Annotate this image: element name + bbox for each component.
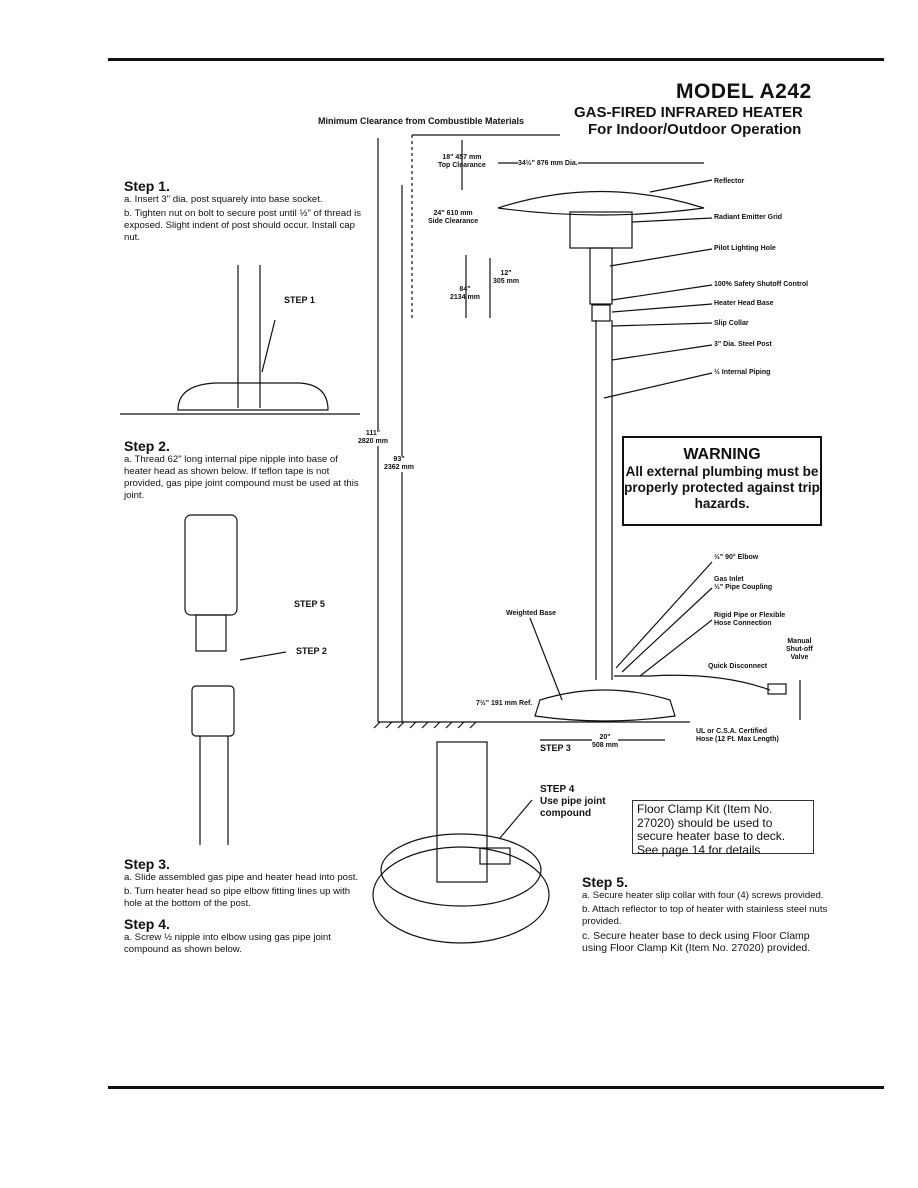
step3-callout: STEP 3: [540, 743, 571, 753]
step2-heading: Step 2.: [124, 438, 170, 454]
step5-c: c. Secure heater base to deck using Floo…: [582, 930, 811, 954]
warning-body: All external plumbing must be properly p…: [624, 464, 820, 511]
label-slip-collar: Slip Collar: [714, 320, 749, 327]
dim-111: 111"2820 mm: [358, 430, 388, 446]
warning-box: WARNING All external plumbing must be pr…: [622, 436, 822, 526]
warning-heading: WARNING: [683, 446, 761, 463]
label-emitter: Radiant Emitter Grid: [714, 214, 783, 221]
step5-a: a. Secure heater slip collar with four (…: [582, 890, 824, 901]
step1-b: b. Tighten nut on bolt to secure post un…: [124, 208, 361, 243]
step3-section: Step 3. a. Slide assembled gas pipe and …: [124, 856, 364, 956]
step1-callout: STEP 1: [284, 295, 315, 305]
step1-section: Step 1. a. Insert 3" dia. post squarely …: [124, 178, 364, 244]
operation-subtitle: For Indoor/Outdoor Operation: [588, 121, 802, 138]
label-quick-disconnect: Quick Disconnect: [708, 663, 768, 670]
label-reflector: Reflector: [714, 178, 745, 185]
step4-callout-line1: STEP 4: [540, 784, 575, 795]
step5-section: Step 5. a. Secure heater slip collar wit…: [582, 874, 828, 954]
dim-84: 84"2134 mm: [450, 286, 480, 301]
dim-20: 20"508 mm: [592, 734, 619, 750]
label-pilot: Pilot Lighting Hole: [714, 245, 776, 252]
label-piping: ½ Internal Piping: [714, 369, 771, 376]
step3-b: b. Turn heater head so pipe elbow fittin…: [124, 886, 351, 909]
model-title: MODEL A242: [676, 80, 812, 103]
step1-a: a. Insert 3" dia. post squarely into bas…: [124, 194, 323, 205]
step5-callout: STEP 5: [294, 599, 325, 609]
dim-93: 93"2362 mm: [384, 456, 414, 472]
step4-a: a. Screw ½ nipple into elbow using gas p…: [124, 932, 331, 955]
top-rule: [108, 58, 884, 61]
label-shutoff: 100% Safety Shutoff Control: [714, 281, 809, 288]
step2-a: a. Thread 62" long internal pipe nipple …: [124, 454, 359, 501]
reflector-dia-dim: 34½" 876 mm Dia.: [518, 160, 578, 168]
step3-heading: Step 3.: [124, 856, 170, 872]
dim-7: 7½" 191 mm Ref.: [476, 700, 533, 707]
step4-callout: STEP 4 Use pipe joint compound: [540, 784, 606, 820]
label-weighted-base: Weighted Base: [506, 610, 557, 617]
step4-callout-line2: Use pipe joint: [540, 796, 606, 807]
label-elbow: ½" 90° Elbow: [714, 554, 759, 561]
step3-a: a. Slide assembled gas pipe and heater h…: [124, 872, 359, 883]
step2-callout: STEP 2: [296, 646, 327, 656]
floor-clamp-note: Floor Clamp Kit (Item No. 27020) should …: [632, 800, 814, 856]
step2-section: Step 2. a. Thread 62" long internal pipe…: [124, 438, 364, 502]
dim-12: 12"305 mm: [493, 270, 520, 285]
step5-b: b. Attach reflector to top of heater wit…: [582, 904, 828, 927]
label-post: 3" Dia. Steel Post: [714, 341, 772, 348]
label-head-base: Heater Head Base: [714, 300, 774, 307]
step5-heading: Step 5.: [582, 874, 628, 890]
step4-heading: Step 4.: [124, 916, 170, 932]
bottom-rule: [108, 1086, 884, 1089]
step1-heading: Step 1.: [124, 178, 170, 194]
min-clearance-label: Minimum Clearance from Combustible Mater…: [318, 116, 525, 126]
step4-callout-line3: compound: [540, 808, 592, 819]
product-subtitle: GAS-FIRED INFRARED HEATER: [574, 104, 803, 121]
